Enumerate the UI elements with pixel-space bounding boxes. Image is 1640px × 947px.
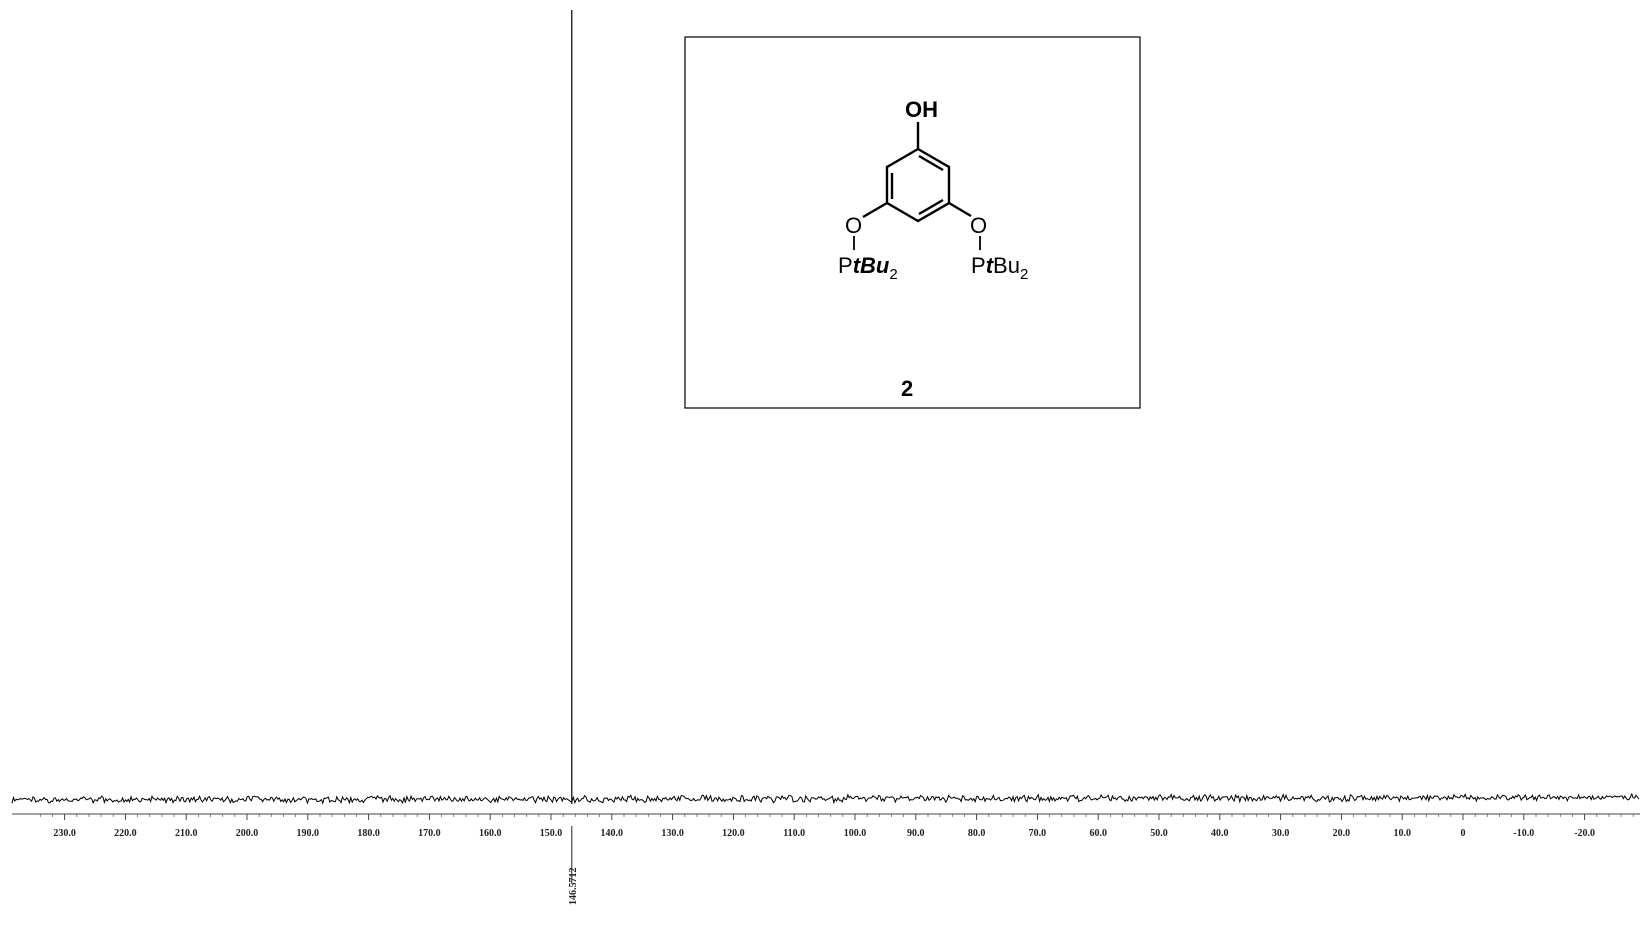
x-axis-tick-label: 140.0 [601,828,624,839]
compound-number: 2 [901,376,913,401]
x-axis-tick-label: 190.0 [297,828,320,839]
x-axis-tick-label: 230.0 [53,828,76,839]
peak-label-group: 146.5712 [568,826,579,905]
structure-inset: OH O O PtBu2 PtBu2 2 [684,36,1141,409]
right-phosphine-t: t [986,253,995,278]
x-axis-tick-label: 70.0 [1029,828,1047,839]
x-axis-tick-label: -20.0 [1574,828,1595,839]
right-phosphine-group: PtBu2 [971,253,1028,283]
x-axis-tick-label: 50.0 [1150,828,1168,839]
x-axis-tick-label: 210.0 [175,828,198,839]
left-phosphine-p: P [838,253,853,278]
hydroxyl-label: OH [905,97,938,122]
spectrum-baseline-trace [11,792,1640,805]
x-axis-tick-label: 180.0 [357,828,380,839]
x-axis-tick-label: -10.0 [1513,828,1534,839]
spectrum-trace-layer [11,10,1640,805]
left-phosphine-group: PtBu2 [838,253,898,283]
x-axis-tick-label: 160.0 [479,828,502,839]
right-phosphine-p: P [971,253,986,278]
x-axis-tick-label: 130.0 [661,828,684,839]
x-axis-tick-label: 80.0 [968,828,986,839]
right-oxygen-label: O [970,213,987,238]
x-axis-tick-label: 60.0 [1089,828,1107,839]
x-axis-tick-label: 120.0 [722,828,745,839]
right-phosphine-bu: Bu [993,253,1020,278]
bond-c-o-left [862,201,888,219]
left-phosphine-subscript: 2 [889,266,897,283]
ring-double-bond-top-right [918,154,944,172]
ring-double-bond-bottom-right [918,198,944,216]
bond-c-o-right [948,201,972,218]
x-axis-minor-ticks [39,814,1634,817]
x-axis-tick-label: 20.0 [1333,828,1351,839]
right-phosphine-subscript: 2 [1020,266,1028,283]
left-phosphine-tbu: tBu [853,253,890,278]
benzene-ring [885,147,951,223]
inset-frame [684,36,1141,409]
x-axis-tick-label: 0 [1461,828,1466,839]
x-axis: 230.0 220.0 210.0 200.0 190.0 180.0 170.0 160.0… [12,813,1640,839]
x-axis-tick-label: 200.0 [236,828,259,839]
x-axis-tick-label: 220.0 [114,828,137,839]
chemical-structure [853,122,981,250]
x-axis-tick-label: 150.0 [540,828,563,839]
x-axis-tick-label: 170.0 [418,828,441,839]
x-axis-tick-label: 40.0 [1211,828,1229,839]
x-axis-tick-label: 30.0 [1272,828,1290,839]
x-axis-tick-label: 10.0 [1393,828,1411,839]
x-axis-tick-label: 90.0 [907,828,925,839]
peak-label-146-5712: 146.5712 [568,868,579,906]
x-axis-tick-label: 100.0 [844,828,867,839]
left-oxygen-label: O [845,213,862,238]
x-axis-major-ticks [64,814,1586,820]
x-axis-tick-label: 110.0 [783,828,805,839]
x-axis-tick-labels: 230.0 220.0 210.0 200.0 190.0 180.0 170.0 160.0… [53,828,1595,839]
